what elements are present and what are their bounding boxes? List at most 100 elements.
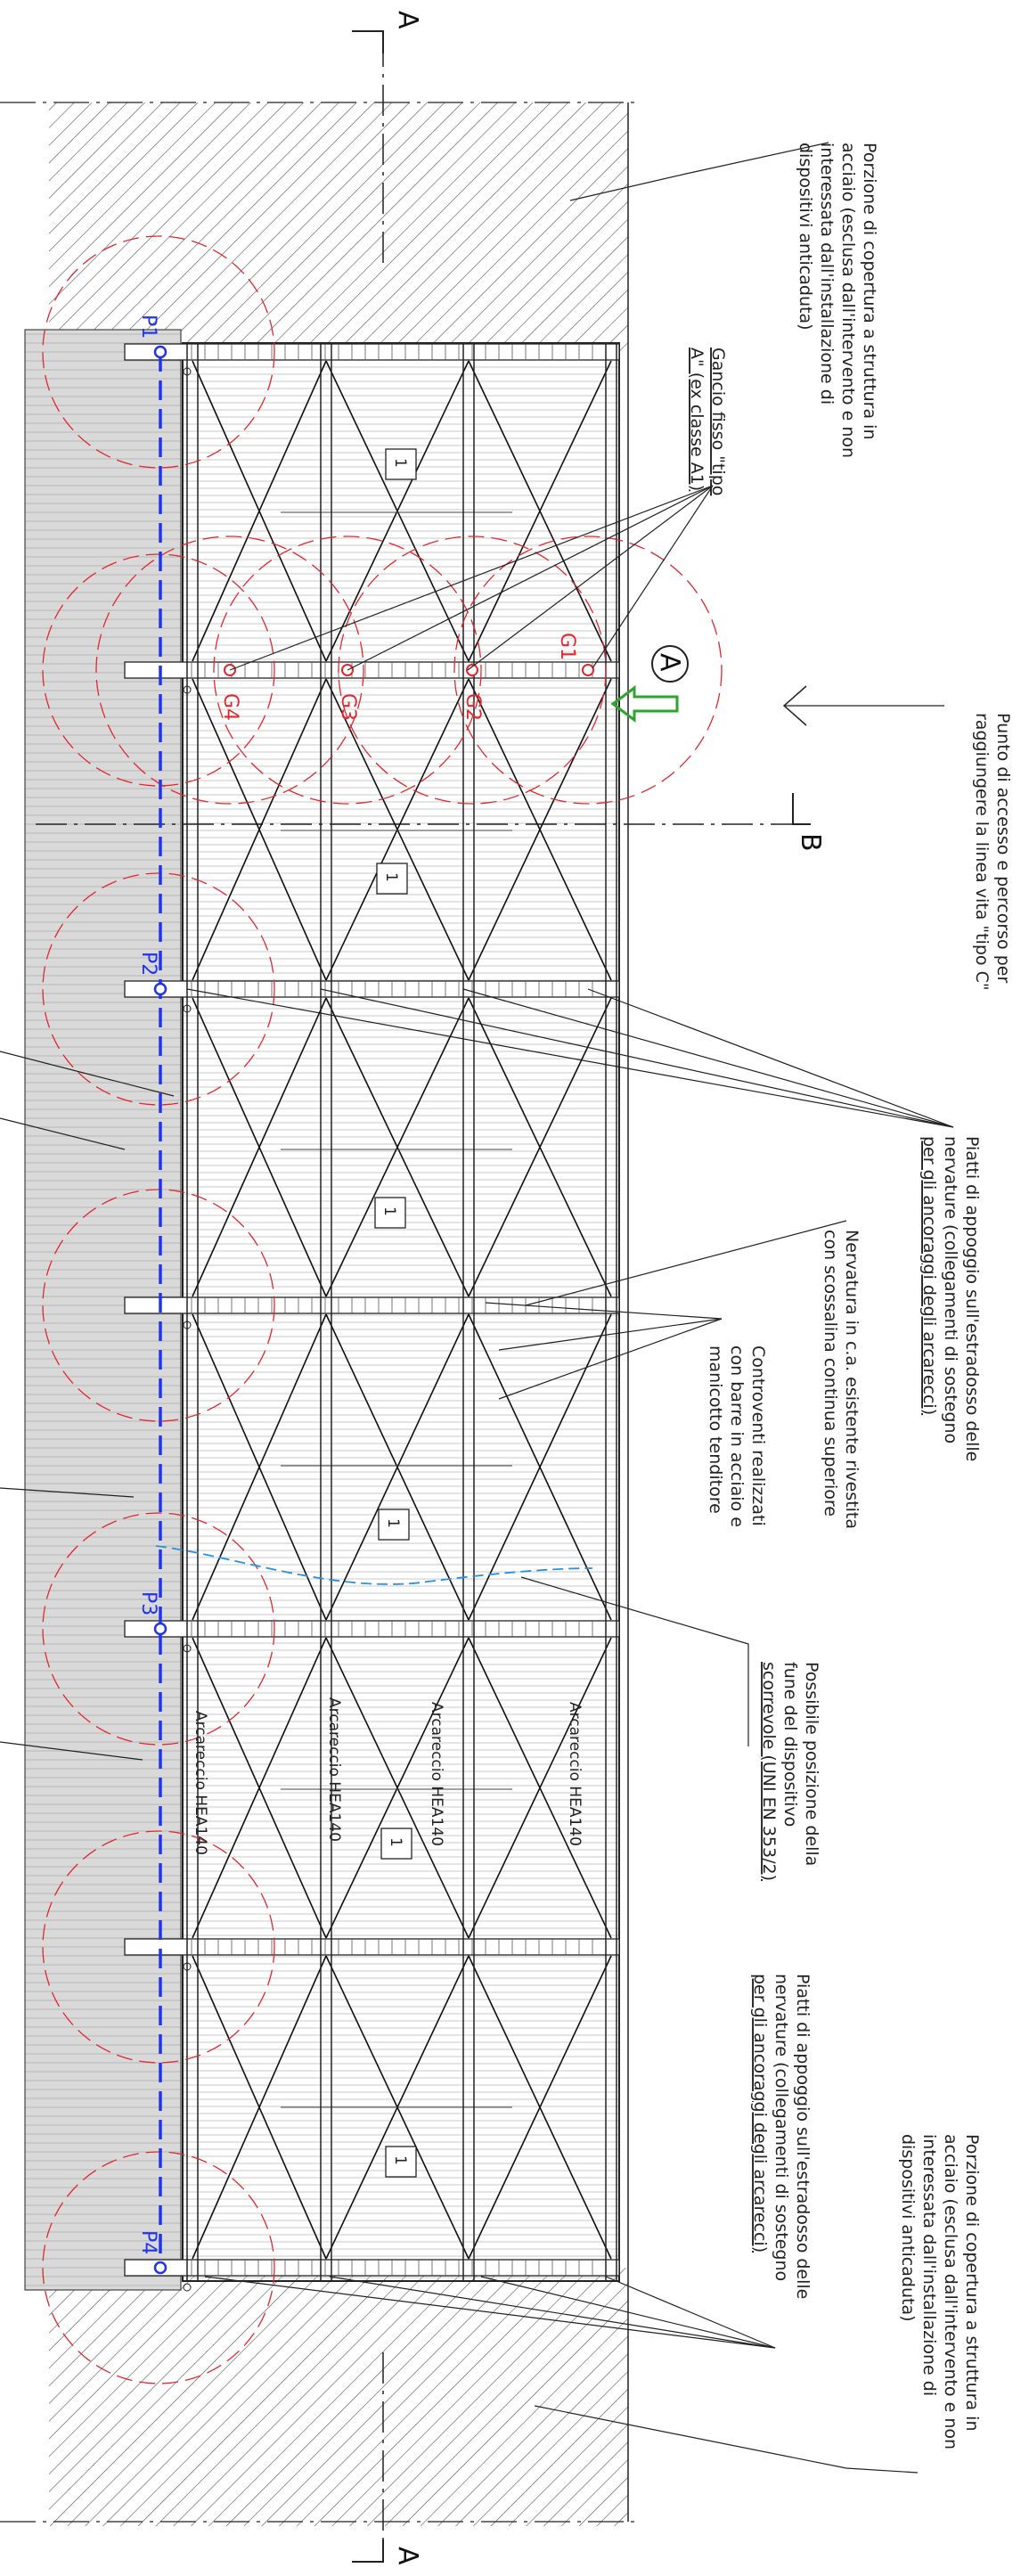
hook-marker [466, 664, 478, 676]
arcareccio-label: Arcareccio HEA140 [428, 1702, 445, 1846]
note-line-fune: fune del dispositivo [780, 1662, 800, 1827]
brace-diagonal [325, 1637, 470, 1939]
bay-tag-box [374, 1197, 406, 1229]
nervatura-row [124, 661, 620, 679]
hook-label: G4 [219, 693, 241, 721]
influence-circle [453, 536, 723, 805]
brace-diagonal [325, 1313, 470, 1621]
detail-marker-label: A [654, 653, 685, 672]
note-line-roof_top: Porzione di copertura a struttura in [860, 143, 879, 440]
anchor-influence-circles [42, 235, 723, 2384]
nervatura-row [124, 1620, 620, 1638]
brace-diagonal [192, 997, 327, 1297]
influence-circle [42, 1830, 275, 2064]
section-b-label: B [795, 833, 826, 852]
note-line-nervatura: con scossalina continua superiore [821, 1230, 840, 1517]
hatched-roof-top [49, 102, 628, 352]
note-line-nervatura: Nervatura in c.a. esistente rivestita [842, 1230, 862, 1529]
post-marker [153, 345, 167, 359]
note-line-roof_bottom: dispositivi anticaduta) [898, 2134, 918, 2322]
influence-circle [338, 536, 607, 805]
hook-label: G3 [337, 693, 359, 721]
nervatura-row [124, 1296, 620, 1314]
brace-diagonal [468, 1313, 612, 1621]
bay-tag-label: 1 [380, 1206, 398, 1216]
brace-diagonal [468, 678, 612, 981]
note-line-piatti_1: per gli ancoraggi degli arcarecci) [919, 1136, 939, 1415]
influence-circle [213, 536, 482, 805]
bay-tag-label: 1 [391, 2155, 409, 2165]
influence-circle [42, 1512, 275, 1746]
bay-tag-box [378, 1509, 410, 1541]
note-line-piatti_1: Piatti di appoggio sull'estradosso delle [962, 1136, 982, 1461]
section-a-top-label: A [392, 11, 423, 29]
influence-circle [42, 872, 275, 1106]
detail-marker-circle [651, 645, 689, 683]
note-line-roof_bottom: Porzione di copertura a struttura in [962, 2134, 982, 2432]
brace-diagonal [192, 360, 327, 662]
note-line-accesso: Punto di accesso e percorso per [993, 713, 1013, 983]
post-label: P1 [137, 315, 159, 339]
section-a-bottom-label: A [392, 2547, 423, 2565]
possible-cable-path [155, 1545, 593, 1585]
post-marker [153, 1622, 167, 1636]
hook-label: G2 [461, 693, 484, 721]
note-line-roof_bottom: interessata dall'installazione di [919, 2134, 939, 2396]
note-line-fune: Possibile posizione della [802, 1662, 821, 1866]
bracing-crosses [192, 360, 612, 2260]
access-arrow-icon [610, 685, 679, 723]
bay-tag-box [385, 2146, 417, 2178]
hook-label: G1 [556, 633, 578, 660]
post-label: P3 [137, 1591, 159, 1615]
note-line-roof_top: acciaio (esclusa dall'intervento e non [838, 143, 858, 458]
note-line-controventi: Controventi realizzati [748, 1345, 768, 1526]
note-line-piatti_2: per gli ancoraggi degli arcarecci) [750, 1974, 770, 2253]
brace-diagonal [192, 1955, 327, 2260]
brace-diagonal [192, 1313, 327, 1621]
note-line-piatti_1: nervature (collegamenti di sostegno [941, 1136, 960, 1443]
note-line-controventi: manicotto tenditore [706, 1345, 725, 1514]
note-line-roof_bottom: acciaio (esclusa dall'intervento e non [941, 2134, 960, 2449]
bay-tag-box [380, 1828, 412, 1860]
nervatura-row [124, 343, 620, 361]
bay-tag-box [376, 863, 408, 895]
nervature-rows [124, 343, 620, 2292]
bay-tag-label: 1 [391, 458, 409, 468]
nervatura-row [124, 2259, 620, 2277]
bay-tag-label: 1 [382, 872, 400, 882]
arcareccio-label: Arcareccio HEA140 [566, 1702, 584, 1846]
influence-circle [42, 553, 275, 787]
influence-circle [42, 2151, 275, 2384]
brace-diagonal [468, 360, 612, 662]
note-line-roof_top: dispositivi anticaduta) [796, 143, 815, 331]
hatched-roof-bottom [49, 2268, 628, 2526]
influence-circle [42, 235, 275, 469]
post-marker [153, 982, 167, 996]
brace-diagonal [325, 678, 470, 981]
influence-circle [95, 536, 364, 805]
brace-diagonal [468, 1637, 612, 1939]
note-line-gancio: A" (ex classe A1) [687, 348, 706, 491]
arcareccio-label: Arcareccio HEA140 [192, 1711, 209, 1855]
hook-marker [582, 664, 594, 676]
note-line-controventi: con barre in acciaio e [727, 1345, 747, 1527]
bay-tag-label: 1 [387, 1837, 404, 1847]
arcareccio-label: Arcareccio HEA140 [325, 1697, 343, 1842]
bolt-mark [183, 2283, 192, 2292]
influence-circle [42, 1189, 275, 1422]
leader-lines [0, 142, 954, 2474]
note-line-roof_top: interessata dall'installazione di [817, 143, 837, 405]
note-line-accesso: raggiungere la linea vita "tipo C" [972, 713, 992, 991]
nervatura-row [124, 980, 620, 998]
post-marker [153, 2261, 167, 2275]
note-line-fune: scorrevole (UNI EN 353/2) [759, 1662, 779, 1881]
bay-tag-label: 1 [384, 1518, 402, 1528]
nervatura-row [124, 1938, 620, 1956]
bay-tag-box [385, 448, 417, 480]
brace-diagonal [192, 1637, 327, 1939]
post-label: P2 [137, 952, 159, 976]
brace-diagonal [192, 678, 327, 981]
note-line-gancio: Gancio fisso "tipo [708, 348, 728, 495]
note-line-piatti_2: Piatti di appoggio sull'estradosso delle [793, 1974, 813, 2299]
